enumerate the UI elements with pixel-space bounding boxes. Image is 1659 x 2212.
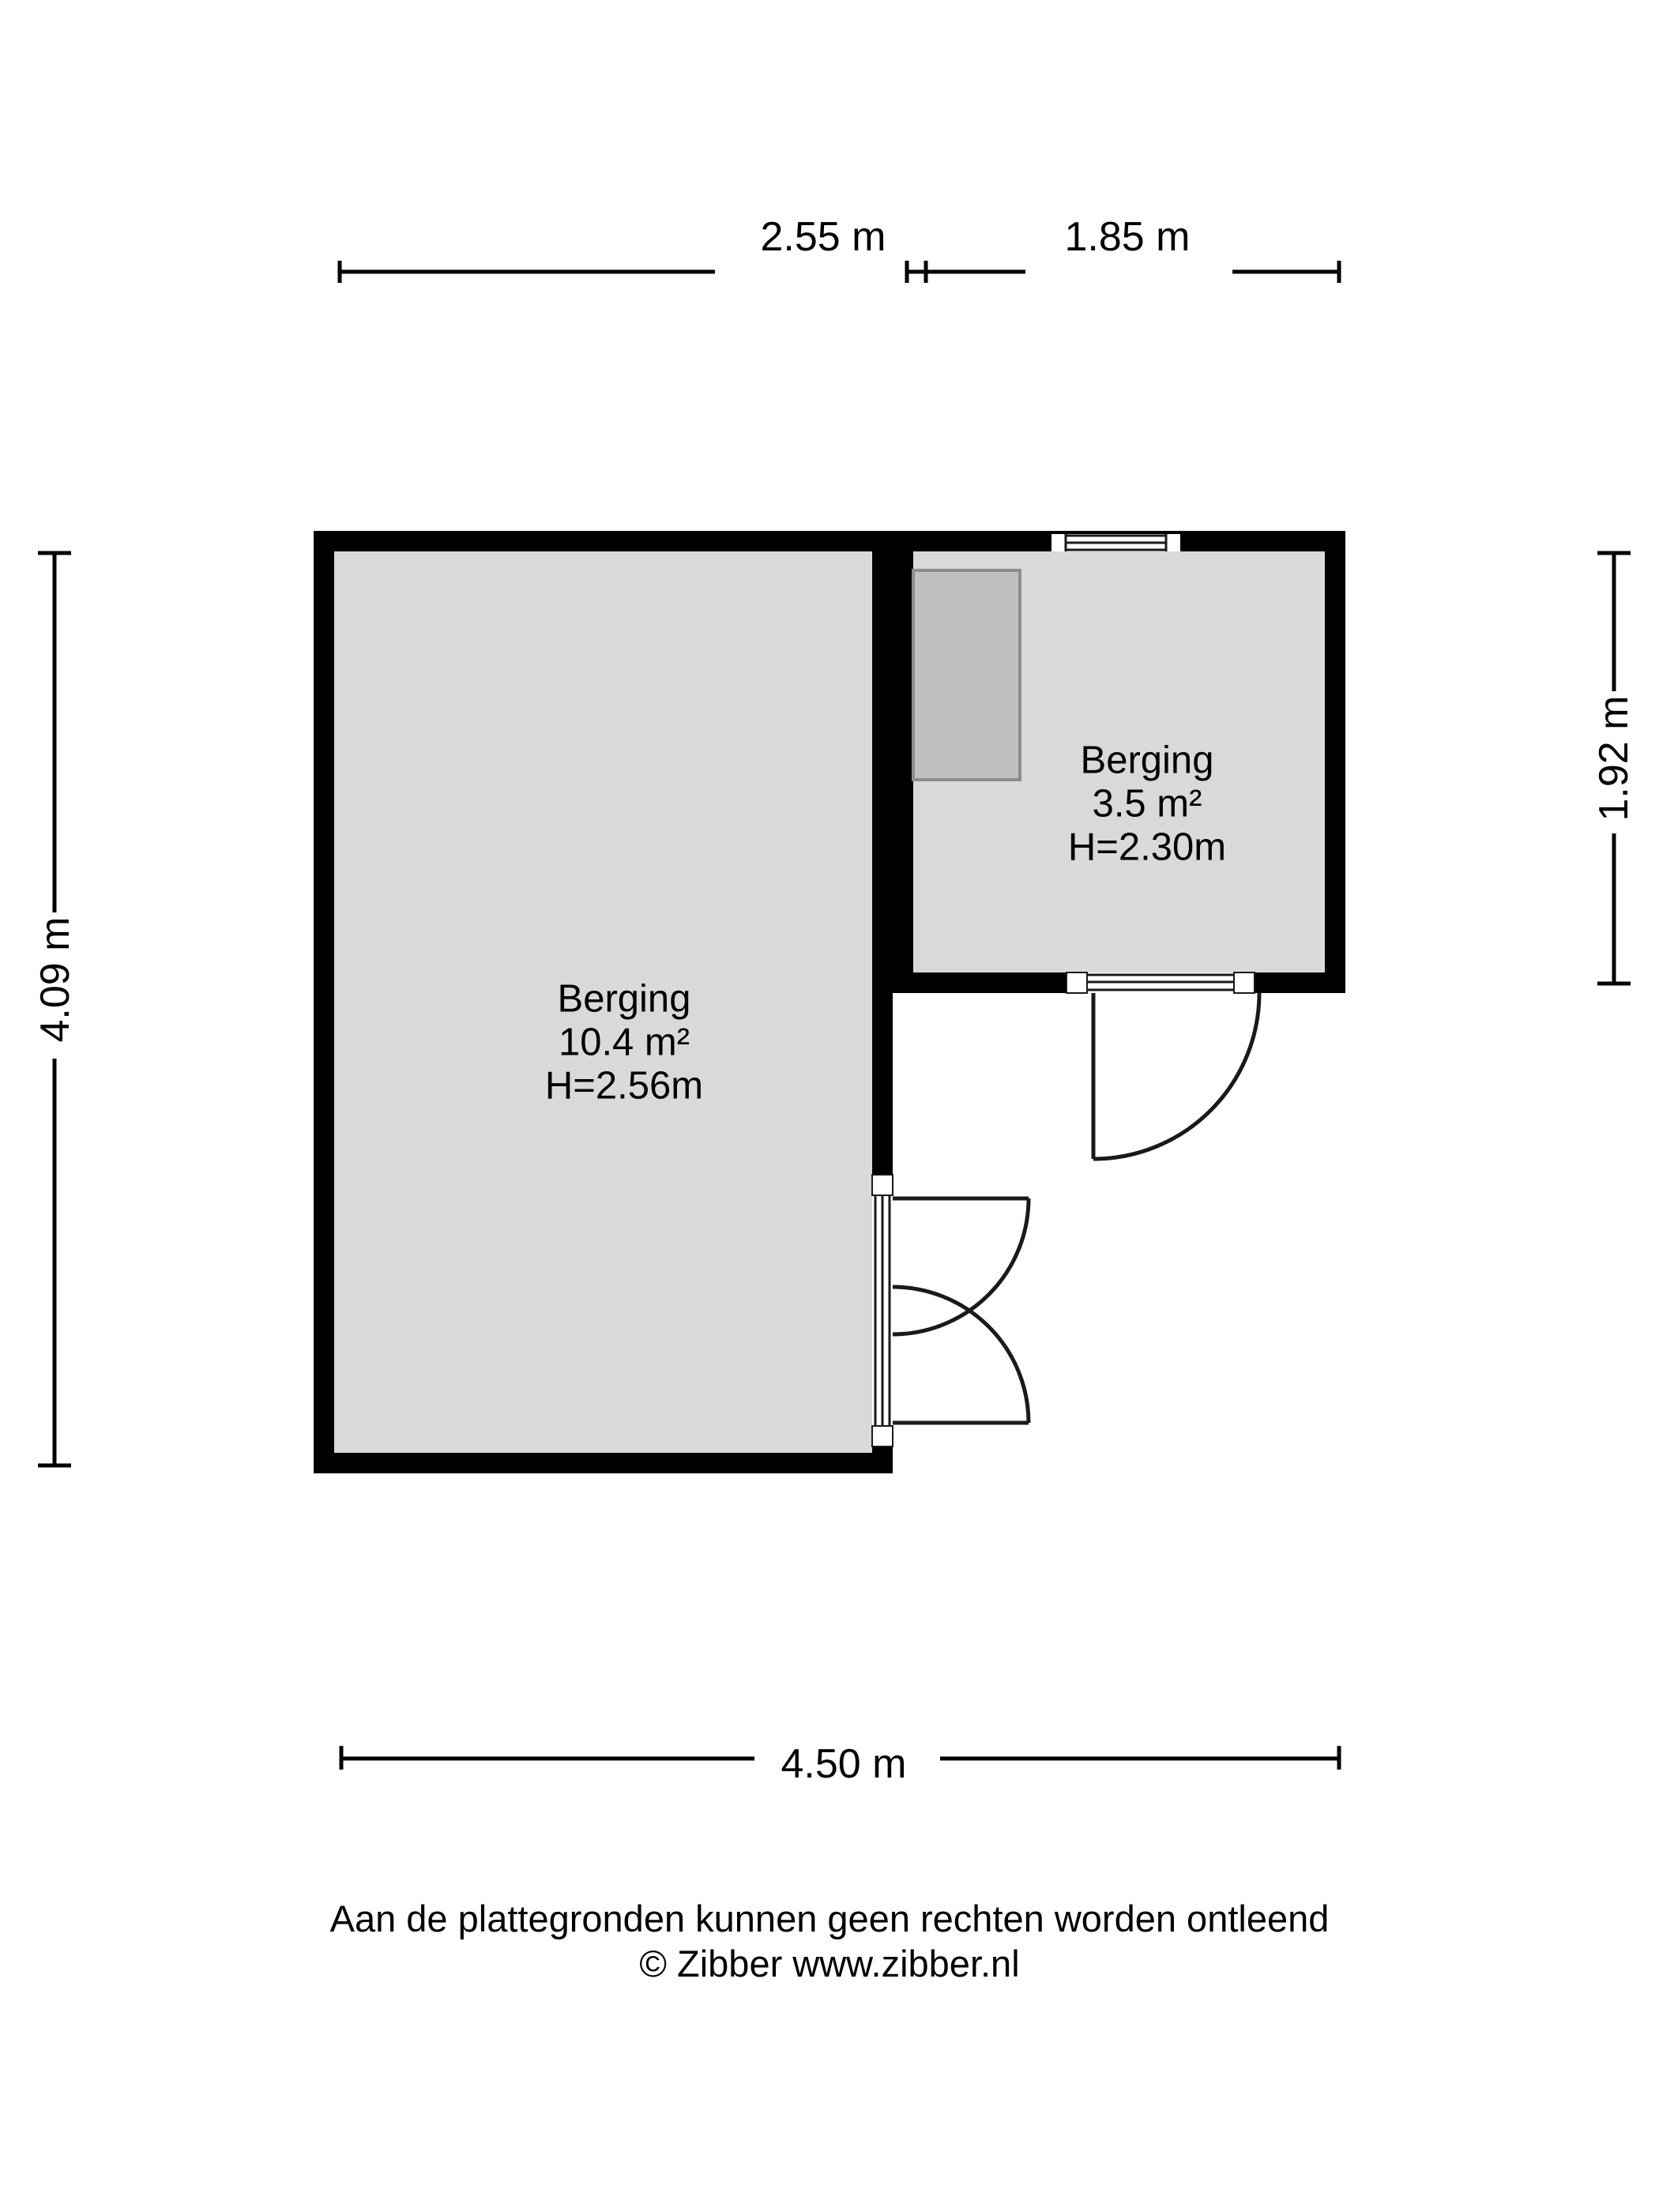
dimension-label-bottom: 4.50 m xyxy=(781,1741,907,1787)
door-swing-icon[interactable] xyxy=(1066,972,1262,1161)
window-icon[interactable] xyxy=(1051,534,1180,551)
dimension-label-left: 4.09 m xyxy=(32,916,78,1043)
footer-disclaimer: Aan de plattegronden kunnen geen rechten… xyxy=(329,1898,1330,1939)
dimension-line-left xyxy=(38,551,71,1468)
room-name: Berging xyxy=(1080,739,1214,782)
room-label-berging-small: Berging 3.5 m² H=2.30m xyxy=(1068,739,1226,870)
cabinet-icon xyxy=(912,569,1021,781)
room-floor-berging-large xyxy=(334,551,872,1453)
dimension-label-top-right: 1.85 m xyxy=(1064,214,1191,260)
footer-copyright: © Zibber www.zibber.nl xyxy=(639,1943,1020,1985)
dimension-label-right: 1.92 m xyxy=(1591,695,1637,822)
double-door-swing-icon[interactable] xyxy=(871,1174,1031,1447)
room-area: 10.4 m² xyxy=(558,1021,690,1064)
room-label-berging-large: Berging 10.4 m² H=2.56m xyxy=(545,978,703,1108)
dimension-label-top-left: 2.55 m xyxy=(760,214,886,260)
dimension-line-right xyxy=(1597,551,1631,986)
dimension-line-bottom xyxy=(339,1746,1341,1770)
room-area: 3.5 m² xyxy=(1092,782,1202,826)
room-name: Berging xyxy=(557,977,691,1021)
dimension-line-top-right xyxy=(924,261,1341,283)
room-height: H=2.56m xyxy=(544,1064,704,1108)
room-height: H=2.30m xyxy=(1067,826,1227,869)
footer: Aan de plattegronden kunnen geen rechten… xyxy=(0,1896,1659,1987)
dimension-line-top-left xyxy=(337,261,932,283)
